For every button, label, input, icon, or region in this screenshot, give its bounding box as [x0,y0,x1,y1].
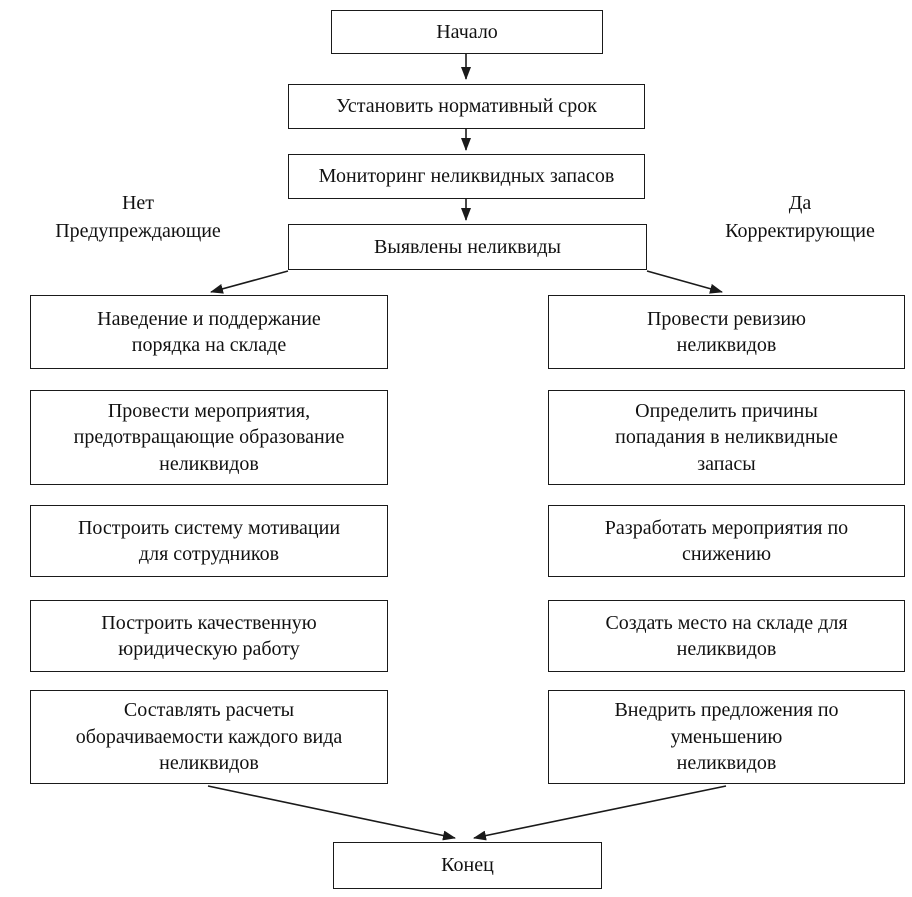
node-right-develop-measures: Разработать мероприятия по снижению [548,505,905,577]
node-start: Начало [331,10,603,54]
node-right-create-warehouse-space: Создать место на складе для неликвидов [548,600,905,672]
arrow-identified-to-left-branch [210,270,289,294]
branch-label-no-preventive: Нет Предупреждающие [55,192,221,242]
arrow-identified-to-right-branch [646,270,723,294]
node-left-preventive-measures: Провести мероприятия, предотвращающие об… [30,390,388,485]
node-monitoring: Мониторинг неликвидных запасов [288,154,645,199]
node-right-revision: Провести ревизию неликвидов [548,295,905,369]
node-right-implement-proposals: Внедрить предложения по уменьшению нелик… [548,690,905,784]
node-left-order-on-warehouse: Наведение и поддержание порядка на склад… [30,295,388,369]
node-end: Конец [333,842,602,889]
node-identified: Выявлены неликвиды [288,224,647,270]
node-set-term: Установить нормативный срок [288,84,645,129]
arrow-right-branch-to-end [473,785,727,841]
node-left-motivation-system: Построить систему мотивации для сотрудни… [30,505,388,577]
arrow-left-branch-to-end [207,785,456,841]
branch-label-yes-corrective: Да Корректирующие [725,192,875,242]
node-right-identify-causes: Определить причины попадания в неликвидн… [548,390,905,485]
node-left-legal-work: Построить качественную юридическую работ… [30,600,388,672]
node-left-turnover-calculations: Составлять расчеты оборачиваемости каждо… [30,690,388,784]
